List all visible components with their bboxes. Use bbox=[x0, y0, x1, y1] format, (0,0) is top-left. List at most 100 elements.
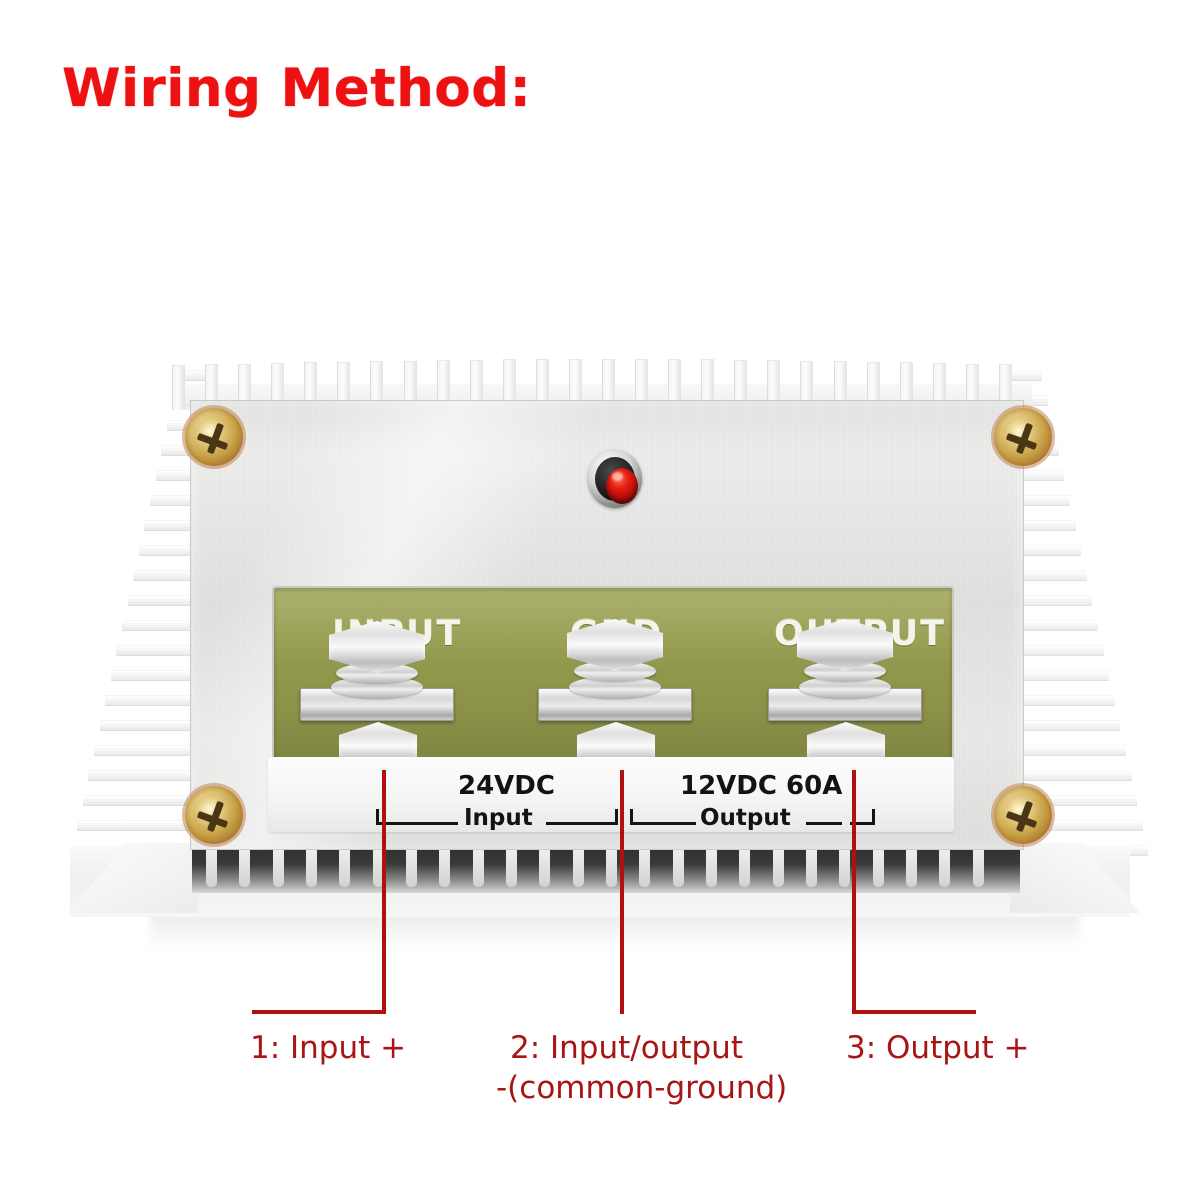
heatsink-fin bbox=[1012, 845, 1149, 856]
device-base-left bbox=[68, 843, 198, 913]
heatsink-fin bbox=[406, 847, 417, 887]
heatsink-fin-web bbox=[271, 384, 305, 410]
screw-bottom-left bbox=[185, 786, 243, 844]
heatsink-fin bbox=[606, 847, 617, 887]
heatsink-fin bbox=[439, 847, 451, 887]
hexnut-gnd-top bbox=[567, 619, 663, 671]
heatsink-fin bbox=[1012, 620, 1098, 631]
heatsink-fin-web bbox=[800, 384, 834, 410]
heatsink-fin-web bbox=[469, 384, 503, 410]
washer-input-mid bbox=[336, 663, 418, 683]
heatsink-fin bbox=[306, 847, 317, 887]
hexnut-output-lower bbox=[807, 722, 885, 770]
heatsink-fin bbox=[1012, 495, 1070, 506]
heatsink-fin bbox=[1012, 470, 1065, 481]
heatsink-fin bbox=[472, 847, 484, 887]
heatsink-fin bbox=[772, 847, 784, 887]
heatsink-fin-web bbox=[337, 384, 371, 410]
heatsink-fin bbox=[1012, 445, 1059, 456]
heatsink-fin bbox=[271, 362, 285, 410]
bracket-line-1b bbox=[546, 822, 618, 825]
label-input-voltage: 24VDC bbox=[458, 771, 555, 801]
heatsink-fin bbox=[972, 847, 984, 887]
heatsink-fin bbox=[701, 359, 715, 410]
heatsink-fin-web bbox=[701, 384, 735, 410]
heatsink-fin-web bbox=[535, 384, 569, 410]
device-base-right bbox=[1010, 843, 1140, 913]
heatsink-fin bbox=[668, 359, 682, 410]
bracket-tick-3 bbox=[630, 809, 633, 825]
label-output-group: Output bbox=[700, 805, 791, 831]
heatsink-fin-web bbox=[602, 384, 636, 410]
led-specular bbox=[612, 472, 623, 481]
heatsink-fin bbox=[572, 847, 584, 887]
heatsink-fin bbox=[672, 847, 684, 887]
heatsink-fin bbox=[502, 359, 516, 410]
heatsink-fin bbox=[206, 847, 217, 887]
heatsink-fin-web bbox=[403, 384, 437, 410]
heatsink-fin bbox=[272, 847, 284, 887]
label-input-group: Input bbox=[464, 805, 533, 831]
heatsink-fin bbox=[94, 745, 208, 756]
heatsink-fin bbox=[116, 645, 208, 656]
callout-line-3-horizontal bbox=[852, 1010, 976, 1014]
bracket-line-2b bbox=[806, 822, 842, 825]
busbar-gnd bbox=[538, 688, 692, 721]
heatsink-fin-web bbox=[866, 384, 900, 410]
heatsink-fin-web bbox=[965, 384, 999, 410]
heatsink-fin bbox=[1012, 770, 1132, 781]
heatsink-fins-bottom bbox=[192, 845, 1020, 893]
heatsink-fin bbox=[965, 363, 979, 410]
terminal-label-output: OUTPUT bbox=[774, 614, 946, 654]
callout-line-2-vertical bbox=[620, 770, 624, 1014]
pcb-gloss bbox=[274, 588, 952, 668]
heatsink-fin bbox=[105, 695, 208, 706]
washer-output-mid bbox=[804, 661, 886, 681]
heatsink-fin bbox=[1012, 570, 1087, 581]
heatsink-fin bbox=[82, 795, 208, 806]
bracket-line-1a bbox=[376, 822, 458, 825]
callout-label-3: 3: Output + bbox=[846, 1030, 1030, 1066]
heatsink-fin-web bbox=[568, 384, 602, 410]
heatsink-fin bbox=[866, 361, 880, 410]
screw-top-left bbox=[185, 408, 243, 466]
heatsink-fin bbox=[1012, 545, 1082, 556]
heatsink-fin bbox=[122, 620, 208, 631]
heatsink-fin bbox=[99, 720, 208, 731]
washer-input-upper bbox=[331, 676, 423, 698]
heatsink-fin bbox=[436, 360, 450, 410]
screw-top-right bbox=[994, 408, 1052, 466]
callout-label-2: 2: Input/output bbox=[510, 1030, 743, 1066]
label-output-voltage: 12VDC 60A bbox=[680, 771, 843, 801]
heatsink-fin bbox=[304, 362, 318, 410]
bracket-tick-2 bbox=[615, 809, 618, 825]
screw-head-icon bbox=[1002, 416, 1044, 458]
terminal-board: INPUT GND OUTPUT bbox=[272, 586, 954, 766]
heatsink-fin bbox=[1012, 795, 1138, 806]
heatsink-fin bbox=[1012, 745, 1126, 756]
device-reflection bbox=[150, 880, 1080, 950]
power-led-indicator bbox=[588, 450, 642, 508]
heatsink-fin bbox=[800, 360, 814, 410]
heatsink-fin bbox=[998, 364, 1012, 410]
heatsink-fin bbox=[1012, 395, 1048, 406]
busbar-output bbox=[768, 688, 922, 721]
heatsink-fin bbox=[872, 847, 884, 887]
heatsink-fin bbox=[239, 847, 251, 887]
heatsink-fin-web bbox=[734, 384, 768, 410]
heatsink-fin bbox=[535, 359, 549, 410]
heatsink-fins-left bbox=[60, 370, 210, 890]
callout-line-1-vertical bbox=[382, 770, 386, 1014]
led-ring bbox=[595, 457, 638, 504]
heatsink-fin bbox=[1012, 670, 1110, 681]
heatsink-fin bbox=[833, 361, 847, 410]
heatsink-fin bbox=[1012, 820, 1143, 831]
heatsink-fin bbox=[172, 365, 185, 410]
heatsink-fin-web bbox=[833, 384, 867, 410]
heatsink-fin-web bbox=[238, 384, 272, 410]
heatsink-fin bbox=[734, 359, 748, 410]
page-title: Wiring Method: bbox=[62, 58, 532, 119]
heatsink-fin bbox=[339, 847, 351, 887]
heatsink-fin bbox=[138, 545, 208, 556]
